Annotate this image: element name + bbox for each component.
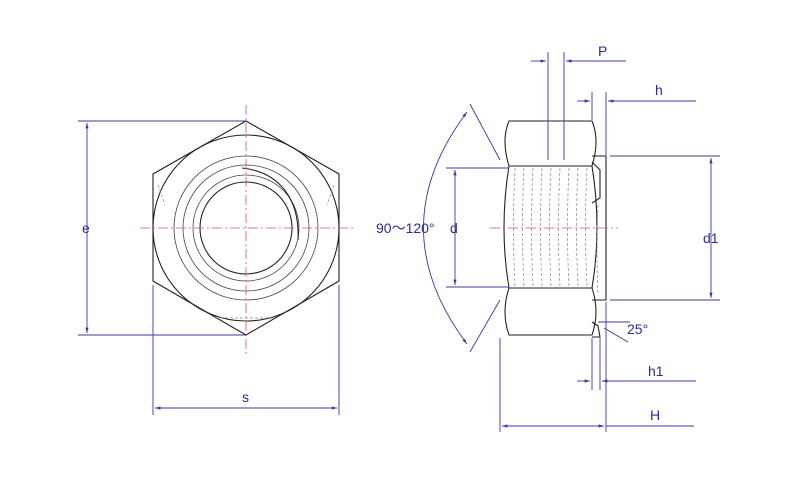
angle25-leader (603, 327, 629, 343)
undercut-profile (591, 321, 601, 338)
d1-label: d1 (703, 230, 719, 246)
h-label: h (655, 82, 663, 98)
h1-label: h1 (648, 363, 664, 379)
thread-start-arc (241, 167, 299, 241)
projection-bump (591, 161, 601, 204)
thread-hidden-lines (513, 167, 599, 296)
angle-leader-top (469, 103, 501, 161)
angle-leader-bottom (469, 299, 501, 353)
p-label: P (598, 43, 607, 59)
s-label: s (242, 389, 249, 405)
angle-arc (423, 111, 468, 345)
front-view: e s (78, 105, 355, 415)
chamfer-angle-label: 90～120° (376, 220, 435, 236)
side-view: P h d d1 90～120° 25° h1 (376, 43, 720, 432)
H-label: H (650, 407, 660, 423)
d-label: d (450, 220, 458, 236)
undercut-angle-label: 25° (627, 321, 648, 337)
e-label: e (82, 220, 90, 236)
nut-body-outline (503, 120, 598, 336)
hidden-lines (157, 184, 335, 319)
